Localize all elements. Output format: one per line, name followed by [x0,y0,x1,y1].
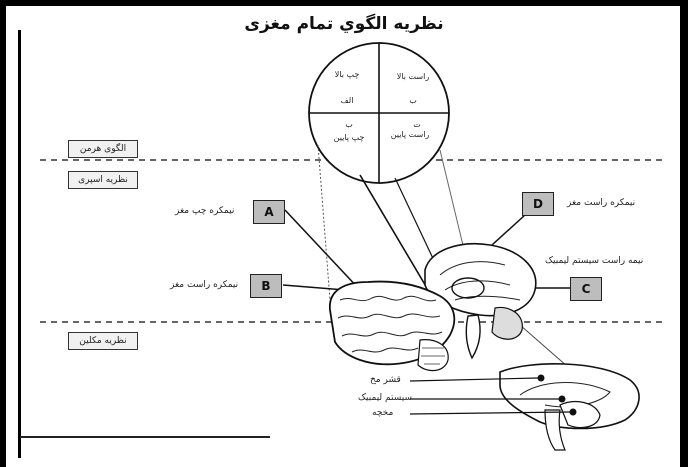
box-c: C [570,277,602,301]
quadrant-bottom-right-label: راست پایین [390,130,430,140]
box-d: D [522,192,554,216]
diagram-title: نظریه الگوي تمام مغزی [0,14,688,34]
projection-line-1 [318,145,330,300]
left-border [0,0,6,467]
quadrant-top-right-label: راست بالا [386,72,440,82]
label-right-hemisphere-b: نیمکره راست مغز [170,280,238,290]
quadrant-mid-left-label: الف [320,96,374,106]
box-a: A [253,200,285,224]
inner-left-rule [18,30,21,458]
connector-a [285,210,360,290]
tab-herrmann: الگوی هرمن [68,140,138,158]
label-right-hemisphere-d: نیمکره راست مغز [567,198,635,208]
label-cerebellum: مخچه [372,408,393,418]
brain-sagittal-section [500,364,639,450]
quadrant-bottom-right-top-label: ت [390,120,444,130]
label-limbic: سیستم لیمبیک [358,393,412,403]
quadrant-bottom-left-top-label: ب [322,120,376,130]
brain-lateral-view [330,282,454,371]
box-b: B [250,274,282,298]
bottom-rule [20,436,270,438]
right-border [680,0,688,467]
tab-sperry: نظریه اسپری [68,171,138,189]
quadrant-bottom-left-label: چپ پایین [322,133,376,143]
connector-b [283,285,345,290]
label-left-hemisphere: نیمکره چپ مغز [175,206,234,216]
label-cortex: قشر مخ [370,375,401,385]
quadrant-top-left-label: چپ بالا [320,70,374,80]
label-limbic-right: نیمه راست سیستم لیمبیک [545,256,643,266]
quadrant-mid-right-label: ب [386,96,440,106]
tab-maclean: نظریه مکلین [68,332,138,350]
top-border [0,0,688,6]
